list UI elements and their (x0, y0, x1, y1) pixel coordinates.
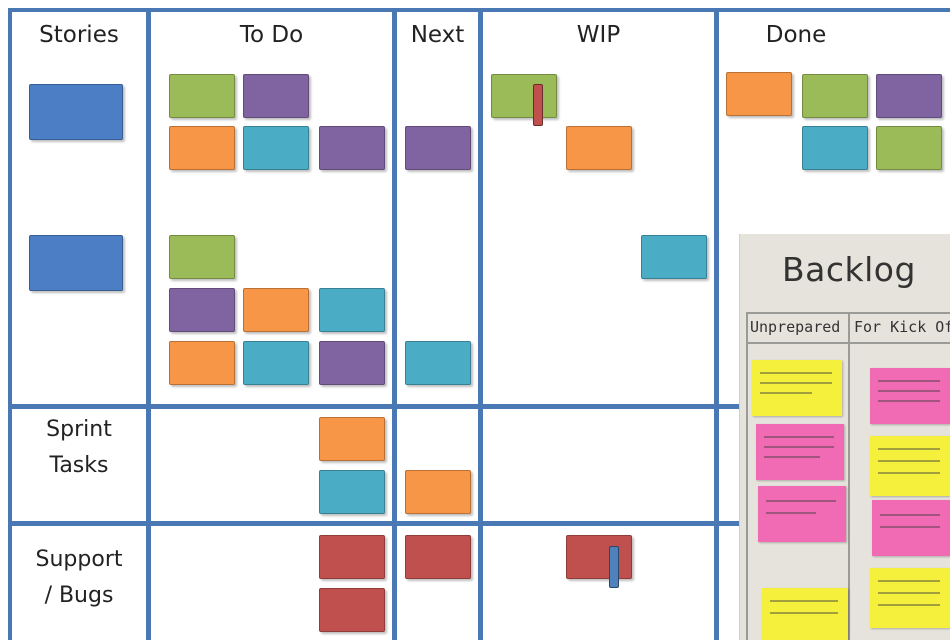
bug-card-red[interactable] (319, 535, 385, 579)
task-card-orange[interactable] (169, 126, 235, 170)
photo-divider (848, 312, 850, 640)
task-card-purple[interactable] (319, 341, 385, 385)
task-card-purple[interactable] (319, 126, 385, 170)
sticky-note-yellow (870, 436, 950, 496)
grid-line-col-1 (146, 8, 151, 640)
task-card-green[interactable] (169, 74, 235, 118)
sticky-note-pink (870, 368, 950, 424)
task-card-orange[interactable] (405, 470, 471, 514)
task-card-teal[interactable] (319, 470, 385, 514)
sticky-note-pink (758, 486, 846, 542)
task-card-purple[interactable] (876, 74, 942, 118)
grid-line-left (8, 8, 12, 640)
backlog-column-for-kick-off: For Kick Off (854, 318, 950, 336)
column-header-done: Done (765, 22, 827, 48)
backlog-photo: Backlog Unprepared For Kick Off (740, 234, 950, 640)
column-header-todo: To Do (239, 22, 304, 48)
task-card-green[interactable] (876, 126, 942, 170)
task-card-orange[interactable] (243, 288, 309, 332)
blue-marker[interactable] (609, 546, 619, 588)
sticky-note-yellow (762, 588, 848, 640)
grid-line-col-3 (478, 8, 483, 640)
story-card[interactable] (29, 235, 123, 291)
task-card-teal[interactable] (405, 341, 471, 385)
task-card-purple[interactable] (405, 126, 471, 170)
backlog-title: Backlog (782, 250, 916, 289)
task-card-orange[interactable] (319, 417, 385, 461)
row-label-sprint-tasks: Sprint Tasks (12, 412, 146, 484)
story-card[interactable] (29, 84, 123, 140)
task-card-green[interactable] (491, 74, 557, 118)
bug-card-red[interactable] (405, 535, 471, 579)
task-card-purple[interactable] (169, 288, 235, 332)
task-card-purple[interactable] (243, 74, 309, 118)
sticky-note-pink (872, 500, 950, 556)
column-header-next: Next (410, 22, 465, 48)
backlog-column-unprepared: Unprepared (750, 318, 841, 336)
bug-card-red[interactable] (566, 535, 632, 579)
grid-line-row-2 (8, 521, 950, 526)
grid-line-col-4 (714, 8, 719, 640)
row-label-line: Sprint (46, 417, 112, 442)
row-label-support-bugs: Support / Bugs (12, 542, 146, 614)
grid-line-col-2 (392, 8, 397, 640)
bug-card-red[interactable] (319, 588, 385, 632)
row-label-line: Tasks (49, 453, 109, 478)
task-card-green[interactable] (802, 74, 868, 118)
task-card-orange[interactable] (726, 72, 792, 116)
column-header-wip: WIP (576, 22, 621, 48)
row-label-line: / Bugs (44, 583, 114, 608)
task-card-teal[interactable] (243, 126, 309, 170)
sticky-note-yellow (752, 360, 842, 416)
task-card-teal[interactable] (641, 235, 707, 279)
task-card-orange[interactable] (169, 341, 235, 385)
row-label-line: Support (35, 547, 123, 572)
sticky-note-pink (756, 424, 844, 480)
task-card-orange[interactable] (566, 126, 632, 170)
column-header-stories: Stories (39, 22, 119, 48)
task-card-green[interactable] (169, 235, 235, 279)
task-card-teal[interactable] (802, 126, 868, 170)
grid-line-row-1 (8, 404, 950, 409)
red-marker[interactable] (533, 84, 543, 126)
sticky-note-yellow (870, 568, 950, 628)
task-card-teal[interactable] (319, 288, 385, 332)
task-card-teal[interactable] (243, 341, 309, 385)
photo-divider (746, 312, 748, 640)
